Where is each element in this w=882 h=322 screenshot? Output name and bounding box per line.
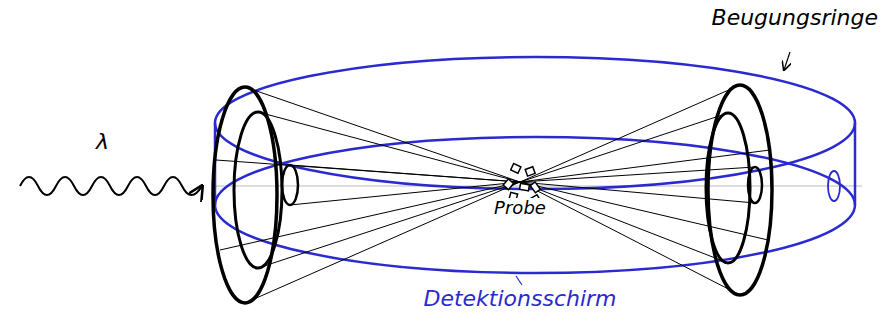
leader-arrow xyxy=(516,276,522,285)
incoming-wave xyxy=(20,177,202,195)
screen-label: Detektionsschirm xyxy=(423,287,616,311)
wavelength-label: λ xyxy=(96,130,109,154)
detection-cylinder xyxy=(215,57,855,273)
diffraction-rings xyxy=(213,85,772,303)
sample-label: Probe xyxy=(491,198,549,218)
leader-arrow xyxy=(784,52,790,70)
cone-lines xyxy=(216,85,770,303)
rings-label: Beugungsringe xyxy=(712,6,878,30)
